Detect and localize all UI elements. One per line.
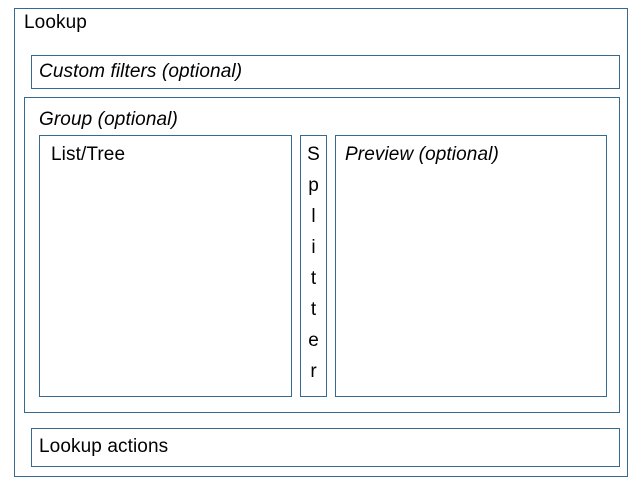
custom-filters-panel[interactable] xyxy=(31,55,620,89)
splitter-label: S p l i t t e r xyxy=(300,139,327,387)
custom-filters-label: Custom filters (optional) xyxy=(39,61,243,82)
splitter-letter: e xyxy=(308,330,319,351)
list-tree-panel[interactable] xyxy=(39,135,292,397)
group-label: Group (optional) xyxy=(39,109,178,130)
splitter-letter: i xyxy=(311,237,316,258)
splitter-letter: t xyxy=(310,268,317,289)
preview-panel[interactable] xyxy=(335,135,607,397)
lookup-container xyxy=(14,8,628,477)
lookup-actions-panel[interactable] xyxy=(31,428,620,467)
preview-label: Preview (optional) xyxy=(345,144,499,165)
list-tree-label: List/Tree xyxy=(51,144,126,165)
group-panel xyxy=(24,97,620,413)
splitter-letter: S xyxy=(307,144,320,165)
lookup-title: Lookup xyxy=(24,12,87,33)
splitter-handle[interactable] xyxy=(300,135,327,397)
splitter-letter: r xyxy=(310,361,317,382)
splitter-letter: l xyxy=(311,206,316,227)
splitter-letter: p xyxy=(308,175,319,196)
lookup-actions-label: Lookup actions xyxy=(39,436,169,457)
splitter-letter: t xyxy=(310,299,317,320)
